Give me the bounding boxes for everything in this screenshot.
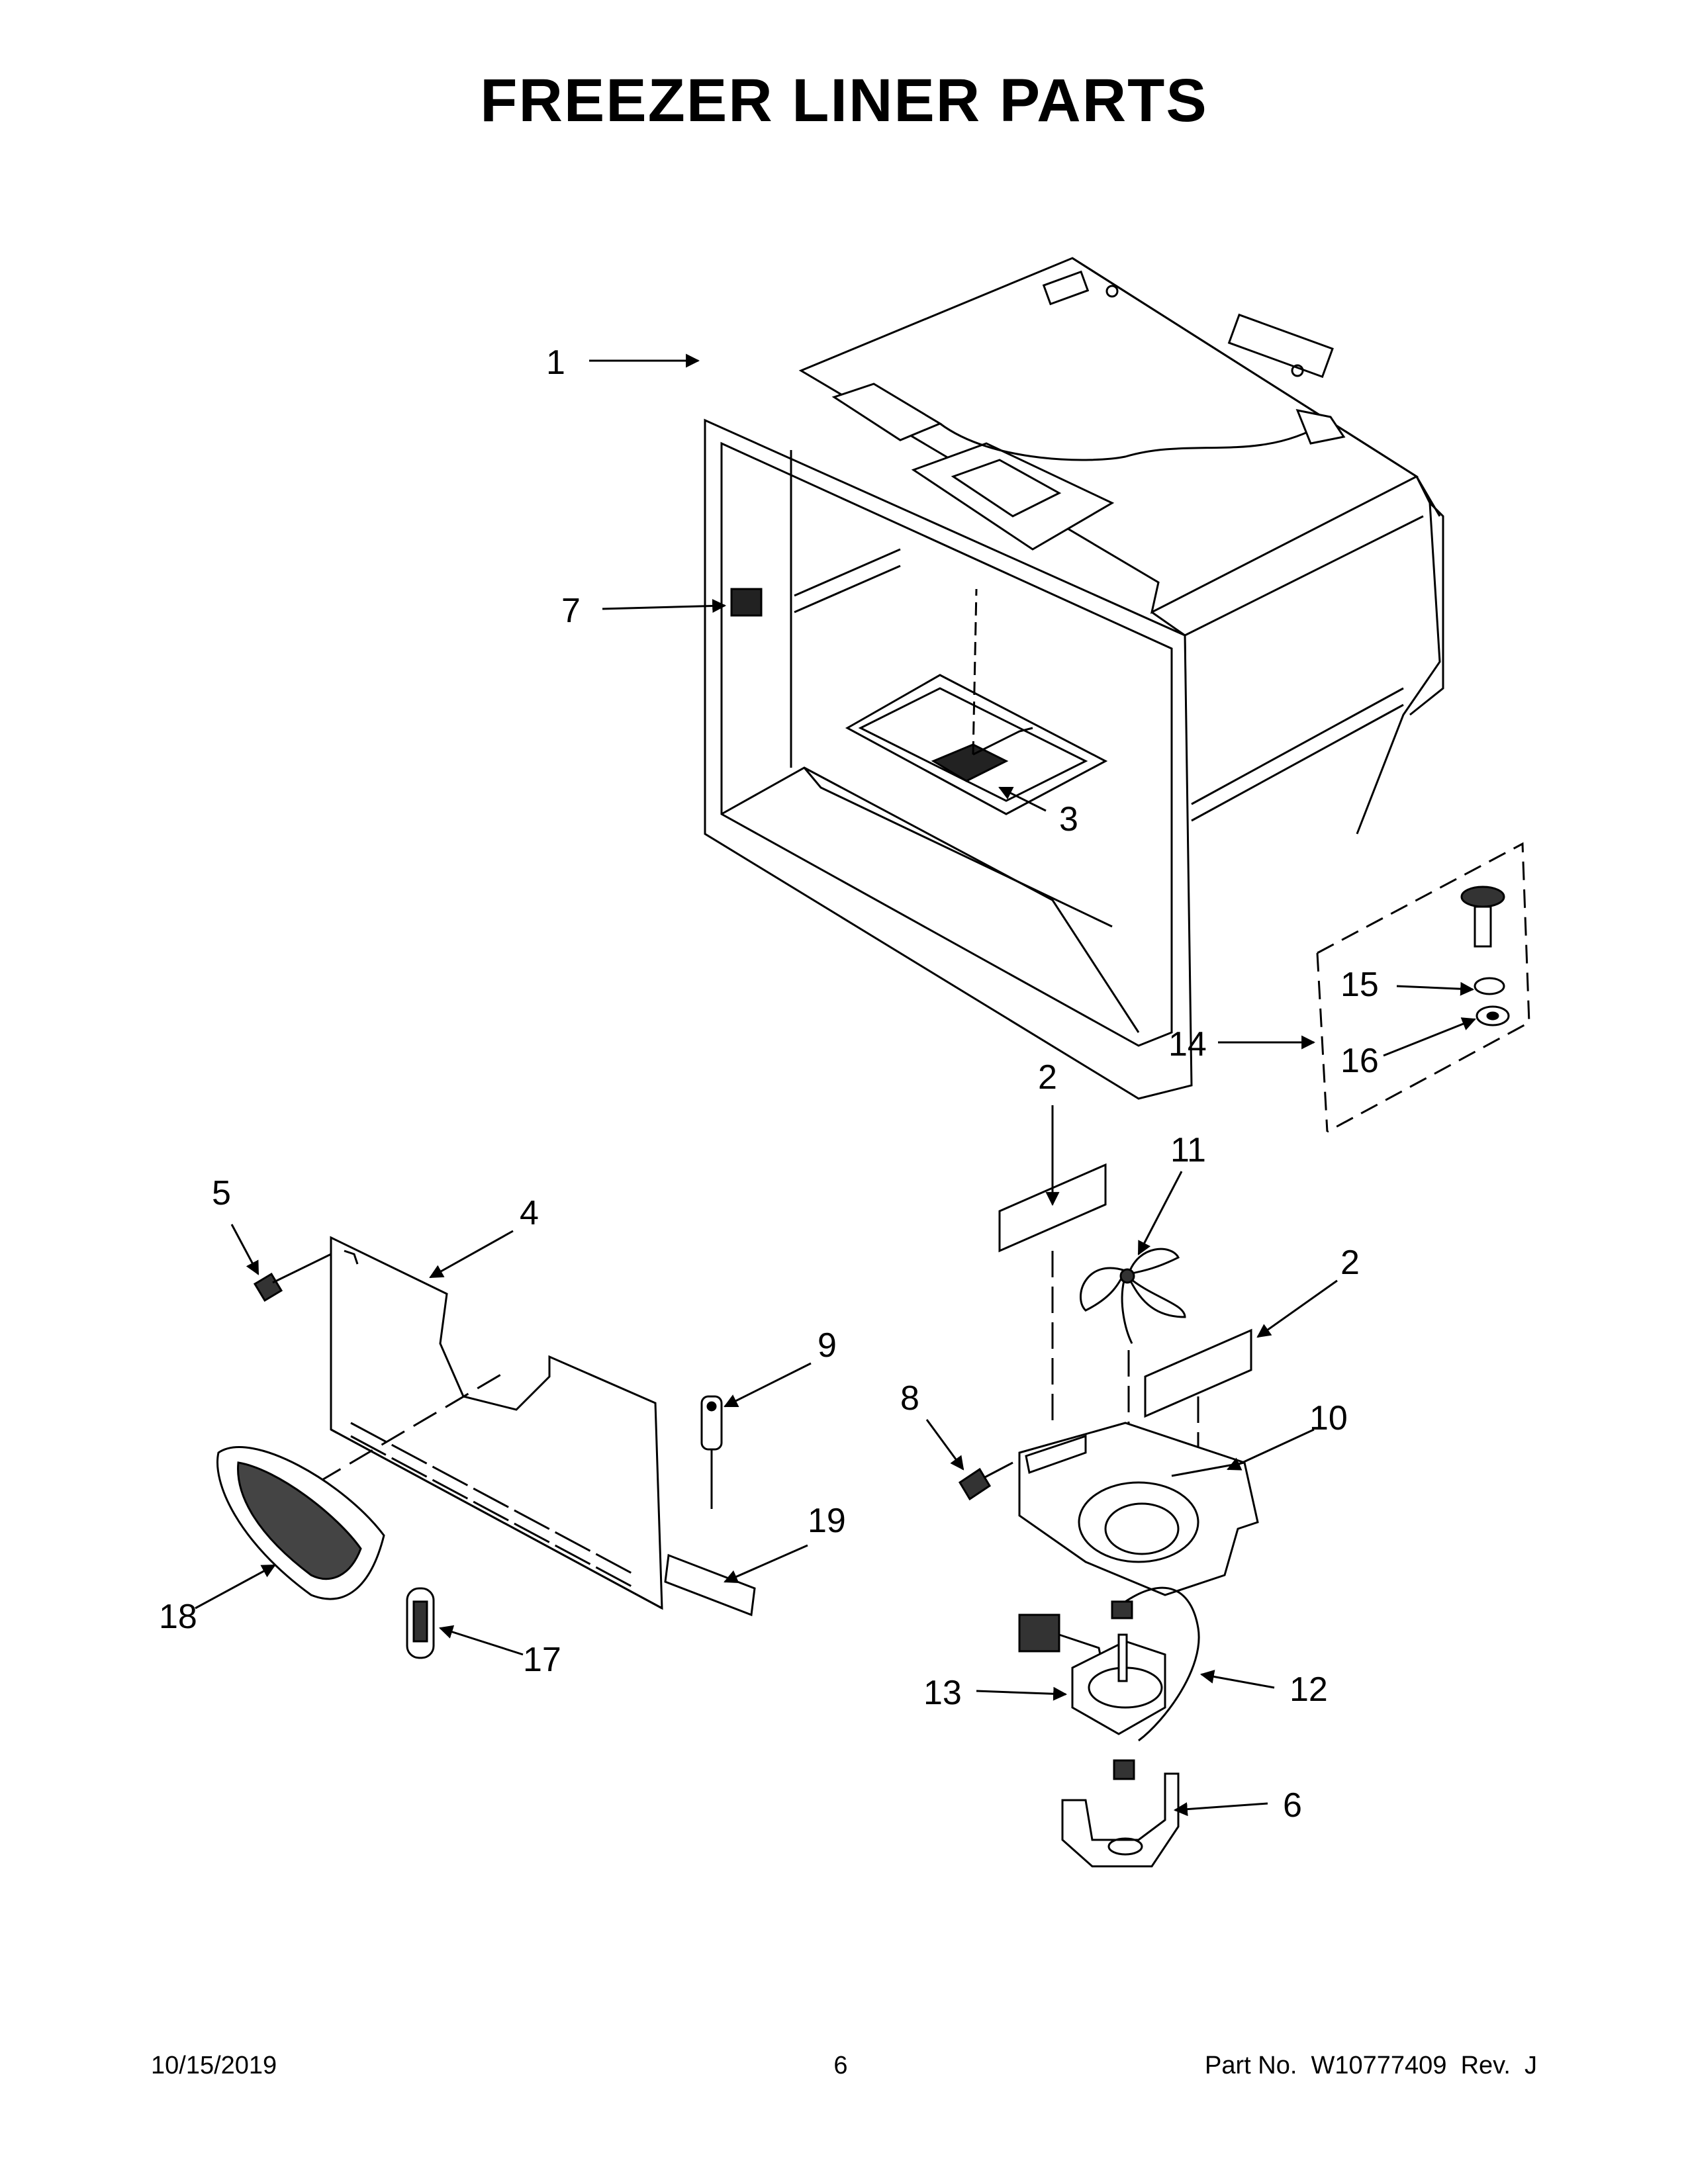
screw-part-5 (255, 1254, 331, 1300)
callout-14: 14 (1168, 1025, 1207, 1064)
fan-housing-part-10 (1019, 1423, 1258, 1595)
sensor-part-3 (933, 589, 1033, 781)
callout-9: 9 (818, 1326, 837, 1365)
callout-leaders (195, 353, 1476, 1817)
screw-part-8 (960, 1463, 1013, 1499)
callout-19: 19 (808, 1502, 846, 1540)
callout-5: 5 (212, 1174, 231, 1212)
callout-15: 15 (1340, 966, 1379, 1004)
motor-part-13 (1019, 1602, 1165, 1734)
foam-pad-part-2b (1145, 1330, 1251, 1416)
foam-pad-part-2a (1000, 1165, 1105, 1251)
door-switch-part-7 (731, 589, 761, 615)
callout-2b: 2 (1340, 1244, 1360, 1282)
footer-date: 10/15/2019 (151, 2052, 277, 2079)
callout-2a: 2 (1038, 1058, 1057, 1097)
vent-cover-part-18 (218, 1447, 384, 1599)
callout-12: 12 (1289, 1670, 1328, 1709)
callout-17: 17 (523, 1641, 561, 1679)
callout-10: 10 (1309, 1399, 1348, 1437)
tape-part-19 (665, 1555, 755, 1615)
clip-part-17 (407, 1588, 434, 1658)
drain-group-part-14 (1317, 844, 1529, 1132)
callout-18: 18 (159, 1598, 197, 1636)
footer-part-number: Part No. W10777409 Rev. J (1205, 2052, 1537, 2079)
callout-11: 11 (1170, 1131, 1206, 1169)
callout-16: 16 (1340, 1042, 1379, 1080)
callout-3: 3 (1059, 800, 1078, 839)
freezer-liner (705, 258, 1443, 1099)
callout-7: 7 (561, 592, 581, 630)
page-title: FREEZER LINER PARTS (480, 67, 1208, 134)
callout-4: 4 (520, 1194, 539, 1232)
thermistor-part-9 (702, 1396, 722, 1509)
bracket-part-6 (1062, 1760, 1178, 1866)
wire-harness-part-12 (1125, 1588, 1199, 1741)
footer-page-number: 6 (833, 2052, 848, 2079)
callout-8: 8 (900, 1379, 919, 1418)
rear-panel-part-4 (318, 1238, 662, 1608)
callout-13: 13 (923, 1674, 962, 1712)
callout-6: 6 (1283, 1786, 1302, 1825)
fan-blade-part-11 (1081, 1249, 1186, 1343)
callout-1: 1 (546, 343, 565, 382)
